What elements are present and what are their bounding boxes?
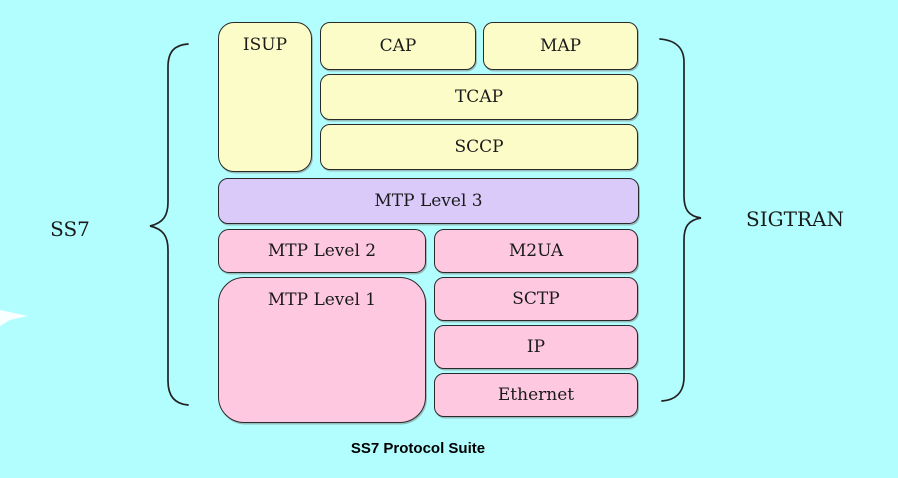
white-smudge-artifact	[0, 310, 28, 326]
box-ip: IP	[434, 325, 638, 369]
ss7-brace-label: SS7	[50, 217, 90, 241]
left-brace	[149, 43, 189, 406]
box-m2ua: M2UA	[434, 229, 638, 273]
box-mtp-level-1: MTP Level 1	[218, 277, 426, 423]
box-map-label: MAP	[539, 36, 582, 56]
box-ip-label: IP	[526, 337, 546, 357]
box-mtp-level-2: MTP Level 2	[218, 229, 426, 273]
box-m2ua-label: M2UA	[508, 241, 564, 261]
box-sctp: SCTP	[434, 277, 638, 321]
box-sctp-label: SCTP	[512, 289, 560, 309]
box-sccp-label: SCCP	[454, 137, 504, 157]
box-ethernet-label: Ethernet	[497, 385, 575, 405]
box-tcap-label: TCAP	[454, 87, 504, 107]
box-sccp: SCCP	[320, 124, 638, 170]
right-brace	[659, 38, 702, 402]
box-mtp-level-1-label: MTP Level 1	[267, 290, 377, 310]
box-tcap: TCAP	[320, 74, 638, 120]
box-mtp-level-2-label: MTP Level 2	[267, 241, 377, 261]
box-mtp-level-3: MTP Level 3	[218, 178, 639, 224]
box-isup: ISUP	[218, 22, 312, 172]
box-cap: CAP	[320, 22, 476, 70]
box-isup-label: ISUP	[242, 35, 288, 55]
diagram-caption: SS7 Protocol Suite	[350, 440, 486, 457]
box-map: MAP	[483, 22, 638, 70]
sigtran-brace-label: SIGTRAN	[746, 207, 844, 231]
box-ethernet: Ethernet	[434, 373, 638, 417]
box-mtp-level-3-label: MTP Level 3	[374, 191, 483, 211]
box-cap-label: CAP	[379, 36, 417, 56]
